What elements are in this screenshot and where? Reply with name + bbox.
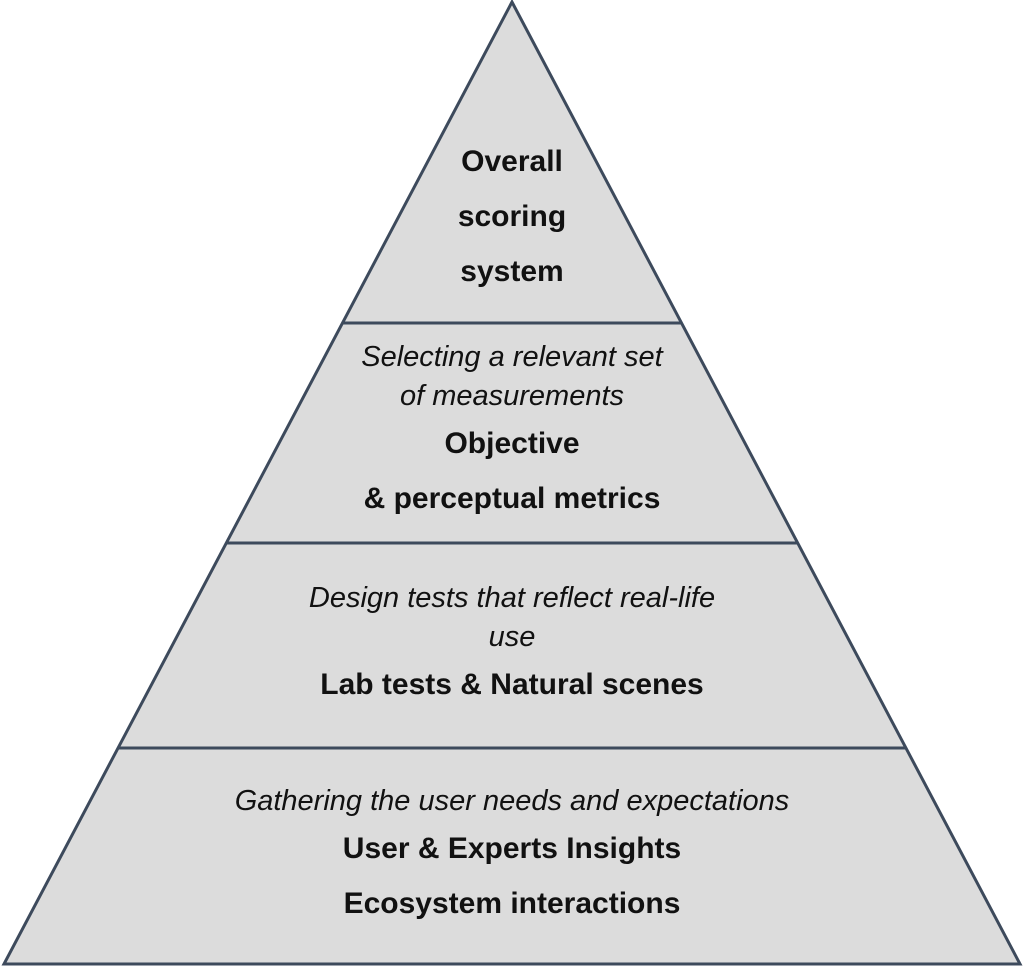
tier-2-italic-line-2: of measurements [399,380,625,412]
tier-1-line-2: scoring [457,200,567,233]
tier-4-bold-line-2: Ecosystem interactions [343,887,681,920]
tier-3-italic-line-1: Design tests that reflect real-life [308,582,716,614]
tier-4-text: Gathering the user needs and expectation… [0,782,1024,931]
tier-2-text: Selecting a relevant set of measurements… [0,338,1024,526]
tier-3-text: Design tests that reflect real-life use … [0,579,1024,712]
tier-1-line-1: Overall [461,145,563,178]
tier-4-bold-line-1: User & Experts Insights [342,832,682,865]
tier-1-line-3: system [460,255,564,288]
tier-3-bold-line-1: Lab tests & Natural scenes [320,668,704,701]
tier-4-italic-line-1: Gathering the user needs and expectation… [234,785,790,817]
tier-3-italic-line-2: use [488,621,536,653]
tier-2-bold-line-2: & perceptual metrics [363,482,661,515]
tier-2-bold-line-1: Objective [444,427,580,460]
tier-1-text: Overall scoring system [0,134,1024,299]
tier-2-italic-line-1: Selecting a relevant set [361,341,663,373]
